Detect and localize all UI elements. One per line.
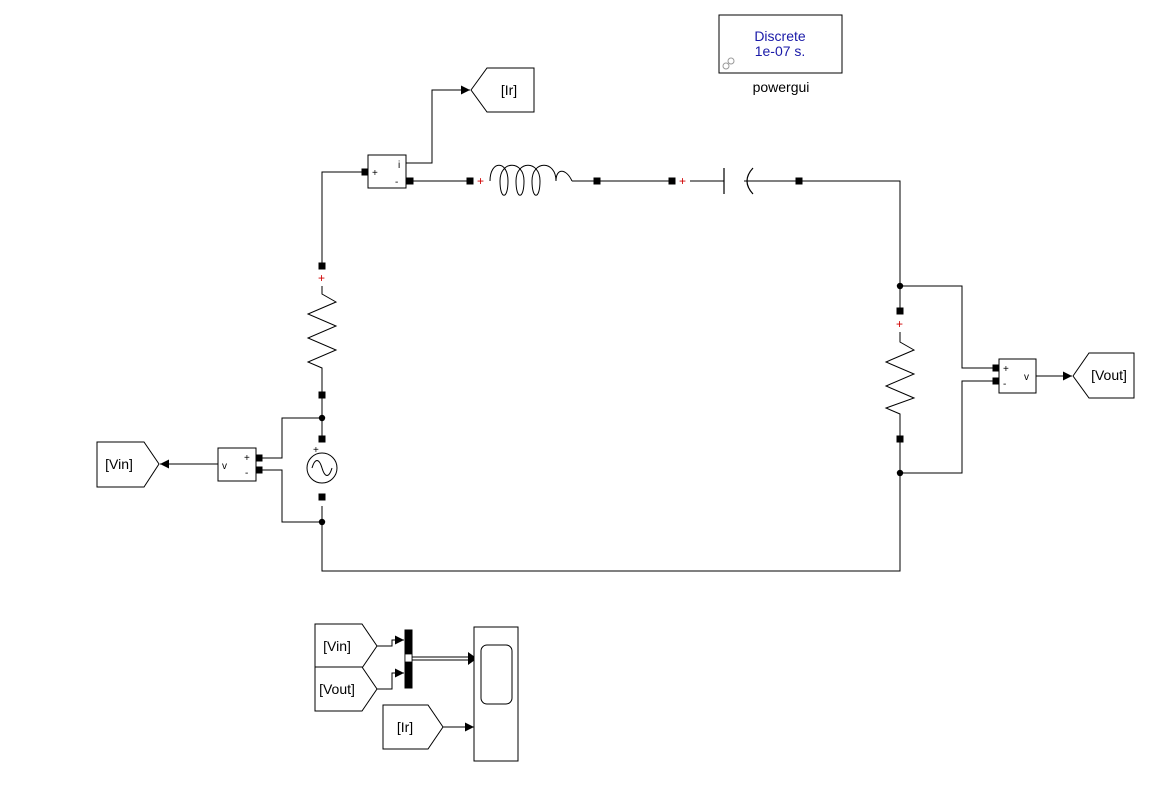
vmeas-out-out: v (1024, 372, 1029, 383)
from-ir-label: [Ir] (397, 719, 413, 735)
link-icon (722, 57, 735, 70)
inductor[interactable]: + (466, 164, 601, 196)
powergui-box[interactable] (718, 14, 843, 74)
goto-ir-block[interactable]: [Ir] (470, 67, 535, 113)
current-measurement-block[interactable]: + - i (361, 154, 414, 189)
signal-ir-wire (406, 85, 470, 164)
goto-ir-label: [Ir] (501, 82, 517, 98)
scope-screen-icon (480, 644, 513, 705)
powergui-label: powergui (753, 79, 810, 95)
goto-vin-block[interactable]: [Vin] (96, 441, 160, 488)
resistor-left[interactable]: + (306, 262, 338, 399)
wire-mux-scope (412, 652, 477, 665)
vmeas-out-minus: - (1003, 379, 1006, 390)
voltage-measurement-vin[interactable]: + - v (217, 447, 263, 482)
svg-text:+: + (477, 174, 484, 188)
goto-vin-label: [Vin] (105, 456, 133, 472)
svg-text:+: + (679, 174, 686, 188)
ac-voltage-source[interactable]: + (306, 435, 338, 501)
powergui-mode: Discrete (754, 28, 806, 44)
current-meas-minus: - (395, 177, 398, 188)
vmeas-in-minus: - (245, 468, 248, 479)
from-vout-label: [Vout] (319, 681, 355, 697)
powergui-block[interactable]: Discrete 1e-07 s. powergui (718, 14, 843, 95)
scope-block[interactable] (473, 626, 519, 762)
current-meas-out: i (398, 160, 400, 171)
from-vout-block[interactable]: [Vout] (314, 666, 378, 712)
goto-vout-block[interactable]: [Vout] (1072, 352, 1135, 399)
from-ir-block[interactable]: [Ir] (382, 704, 444, 750)
wire-vout-mux (377, 668, 404, 690)
circuit-wires (262, 171, 993, 572)
resistor-right[interactable]: + (884, 307, 916, 443)
svg-text:+: + (896, 317, 903, 331)
vmeas-in-out: v (222, 461, 227, 472)
goto-vout-label: [Vout] (1091, 367, 1127, 383)
from-vin-block[interactable]: [Vin] (314, 623, 378, 669)
vmeas-in-plus: + (244, 453, 250, 464)
svg-text:+: + (318, 271, 325, 285)
vmeas-out-plus: + (1003, 364, 1009, 375)
mux-block[interactable] (404, 629, 413, 689)
wire-vin-mux (377, 635, 404, 647)
current-meas-plus: + (372, 168, 378, 179)
svg-text:+: + (313, 445, 319, 456)
from-vin-label: [Vin] (323, 638, 351, 654)
voltage-measurement-vout[interactable]: + - v (992, 358, 1037, 394)
powergui-sample-time: 1e-07 s. (755, 43, 806, 59)
junction-dots (318, 282, 904, 526)
capacitor[interactable]: + (668, 167, 803, 195)
